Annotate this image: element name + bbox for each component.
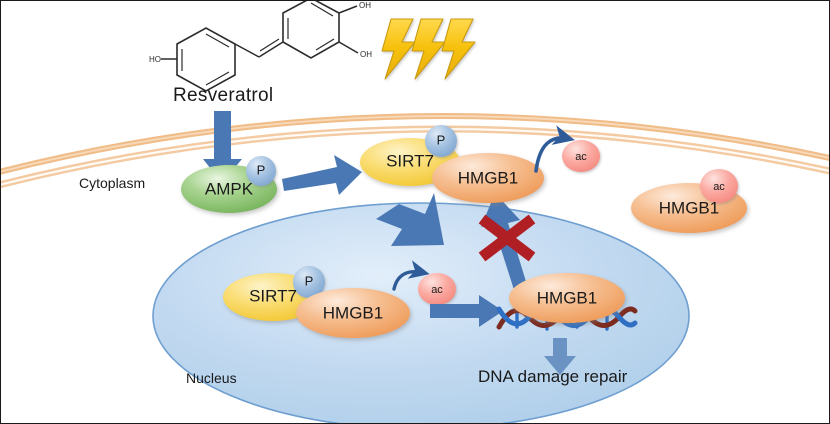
node-label-sirt7-cytoplasm: SIRT7 <box>386 151 434 170</box>
lightning-bolt-icon <box>441 18 476 80</box>
lightning-bolt-icon <box>381 18 416 80</box>
chem-label-oh-upper: OH <box>359 1 371 10</box>
node-label-ac-nucleus: ac <box>431 284 443 296</box>
phospho-badge-sirt7-cytoplasm <box>425 125 457 157</box>
curved-arrow-deacetylation-cytoplasm <box>534 125 575 173</box>
node-label-ampk: AMPK <box>205 179 254 198</box>
cell-membrane <box>1 113 829 189</box>
red-x-block-icon <box>478 214 536 262</box>
node-label-hmgb1-nucleus: HMGB1 <box>323 303 383 322</box>
complex-sirt7-hmgb1-cytoplasm: SIRT7 P HMGB1 <box>360 125 544 203</box>
node-ampk: AMPK P <box>181 156 277 213</box>
node-label-phospho-sirt7-nucleus: P <box>305 273 314 288</box>
chem-label-ho: HO <box>149 55 161 64</box>
node-label-sirt7-nucleus: SIRT7 <box>249 286 297 305</box>
arrow-hmgb1-to-dna <box>430 295 503 327</box>
node-label-ac-hmgb1: ac <box>713 181 725 193</box>
acetyl-badge-hmgb1 <box>700 169 738 203</box>
phospho-badge-ampk <box>246 156 276 186</box>
resveratrol-atom-labels: HO OH OH <box>149 1 372 64</box>
node-label-hmgb1-on-dna: HMGB1 <box>537 288 597 307</box>
node-label-ac-cytoplasm: ac <box>575 151 587 163</box>
resveratrol-structure <box>161 1 359 92</box>
arrow-ampk-to-sirt7 <box>282 155 362 195</box>
node-hmgb1-nucleus <box>296 288 410 338</box>
node-hmgb1-acetylated: HMGB1 ac <box>631 169 747 233</box>
arrow-cytoplasm-to-nucleus <box>376 193 444 246</box>
node-hmgb1-cytoplasm <box>432 153 544 203</box>
compound-name-label: Resveratrol <box>173 85 274 106</box>
node-label-hmgb1-cytoplasm: HMGB1 <box>458 168 518 187</box>
curved-arrow-deacetylation-nucleus <box>392 260 430 291</box>
lightning-bolt-icon <box>411 18 446 80</box>
node-ac-nucleus <box>418 273 456 305</box>
node-label-phospho-sirt7-cytoplasm: P <box>437 132 446 147</box>
node-hmgb1-on-dna: HMGB1 <box>509 273 625 323</box>
stress-lightning-bolts <box>381 18 476 80</box>
nucleus-label: Nucleus <box>186 370 237 386</box>
chem-label-oh-lower: OH <box>360 50 372 59</box>
dna-damage-repair-label: DNA damage repair <box>478 367 628 386</box>
phospho-badge-sirt7-nucleus <box>293 266 325 298</box>
complex-sirt7-hmgb1-nucleus: SIRT7 P HMGB1 <box>223 266 410 338</box>
cytoplasm-label: Cytoplasm <box>79 175 146 191</box>
arrow-resveratrol-to-ampk <box>203 111 242 183</box>
node-label-phospho-ampk: P <box>257 162 266 177</box>
node-ac-cytoplasm <box>562 140 600 172</box>
arrow-dna-to-repair <box>544 338 576 375</box>
node-label-hmgb1-acetylated: HMGB1 <box>659 198 719 217</box>
